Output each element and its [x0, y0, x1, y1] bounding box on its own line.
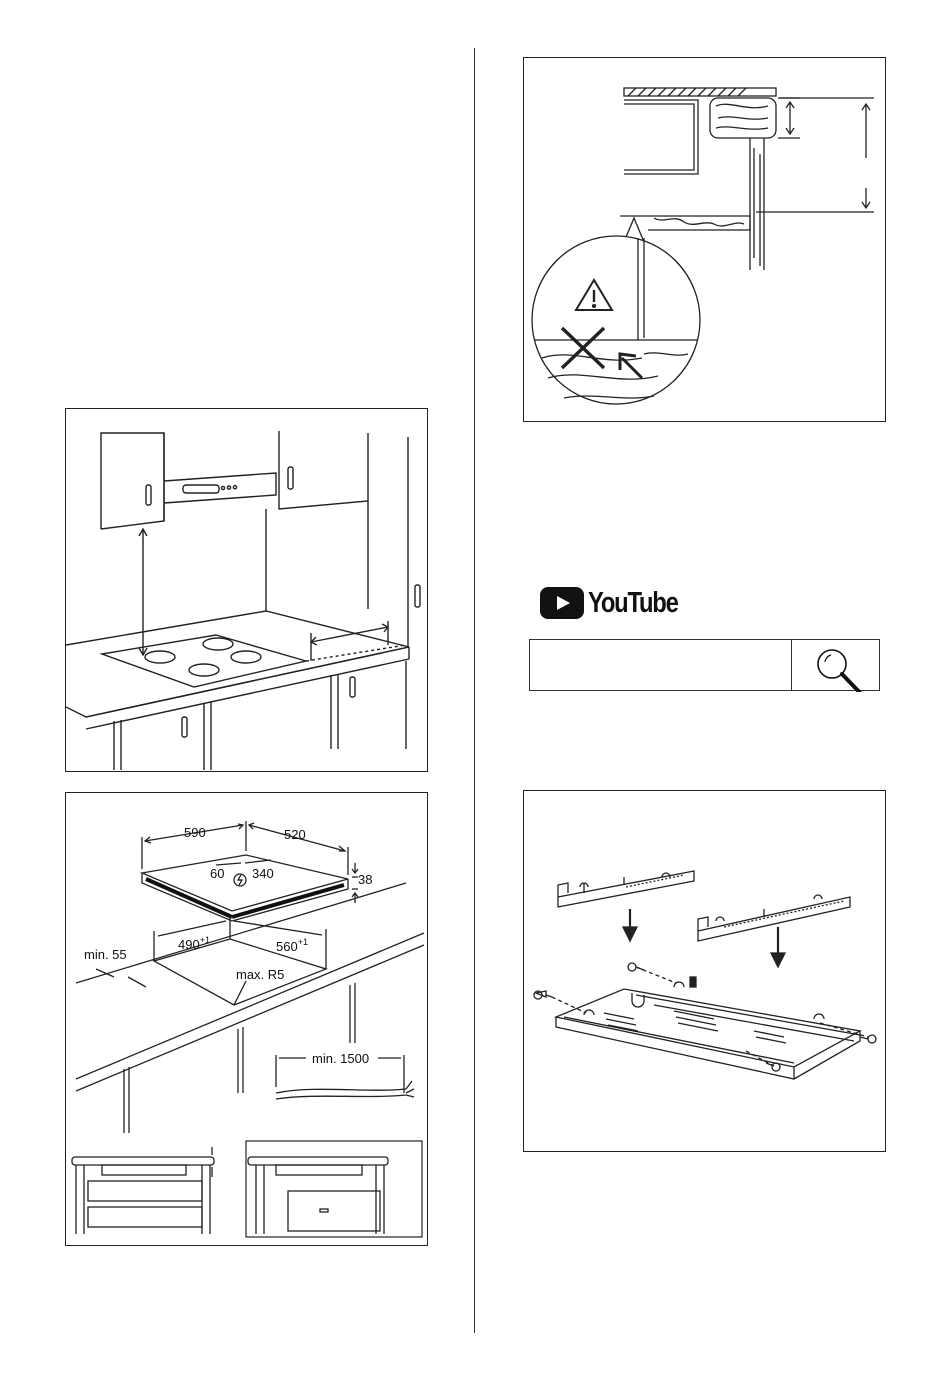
- cutout-illustration: 590 520 38 60 340 490+1 560+1 min. 55 ma…: [66, 793, 426, 1244]
- cut-width-label: 490+1: [178, 935, 210, 952]
- width-label: 590: [184, 825, 206, 840]
- search-input[interactable]: [530, 640, 791, 690]
- magnifier-icon: [792, 640, 879, 692]
- cable-label: min. 1500: [312, 1051, 369, 1066]
- kitchen-installation-diagram: [65, 408, 428, 772]
- height-label: 38: [358, 872, 372, 887]
- youtube-search-box: [529, 639, 880, 691]
- youtube-wordmark: YouTube: [588, 587, 678, 620]
- column-divider: [474, 48, 475, 1333]
- cutout-dimensions-diagram: 590 520 38 60 340 490+1 560+1 min. 55 ma…: [65, 792, 428, 1246]
- radius-label: max. R5: [236, 967, 284, 982]
- brackets-illustration: [524, 791, 884, 1150]
- inner-right-label: 340: [252, 866, 274, 881]
- inner-left-label: 60: [210, 866, 224, 881]
- kitchen-illustration: [66, 409, 426, 770]
- power-symbol-icon: [234, 874, 246, 886]
- youtube-play-icon: [540, 587, 584, 619]
- search-button[interactable]: [791, 640, 879, 690]
- youtube-logo: YouTube: [540, 586, 697, 620]
- worktop-detail-diagram: [523, 57, 886, 422]
- worktop-illustration: [524, 58, 884, 420]
- cut-depth-label: 560+1: [276, 937, 308, 954]
- min-edge-label: min. 55: [84, 947, 127, 962]
- brackets-assembly-diagram: [523, 790, 886, 1152]
- depth-label: 520: [284, 827, 306, 842]
